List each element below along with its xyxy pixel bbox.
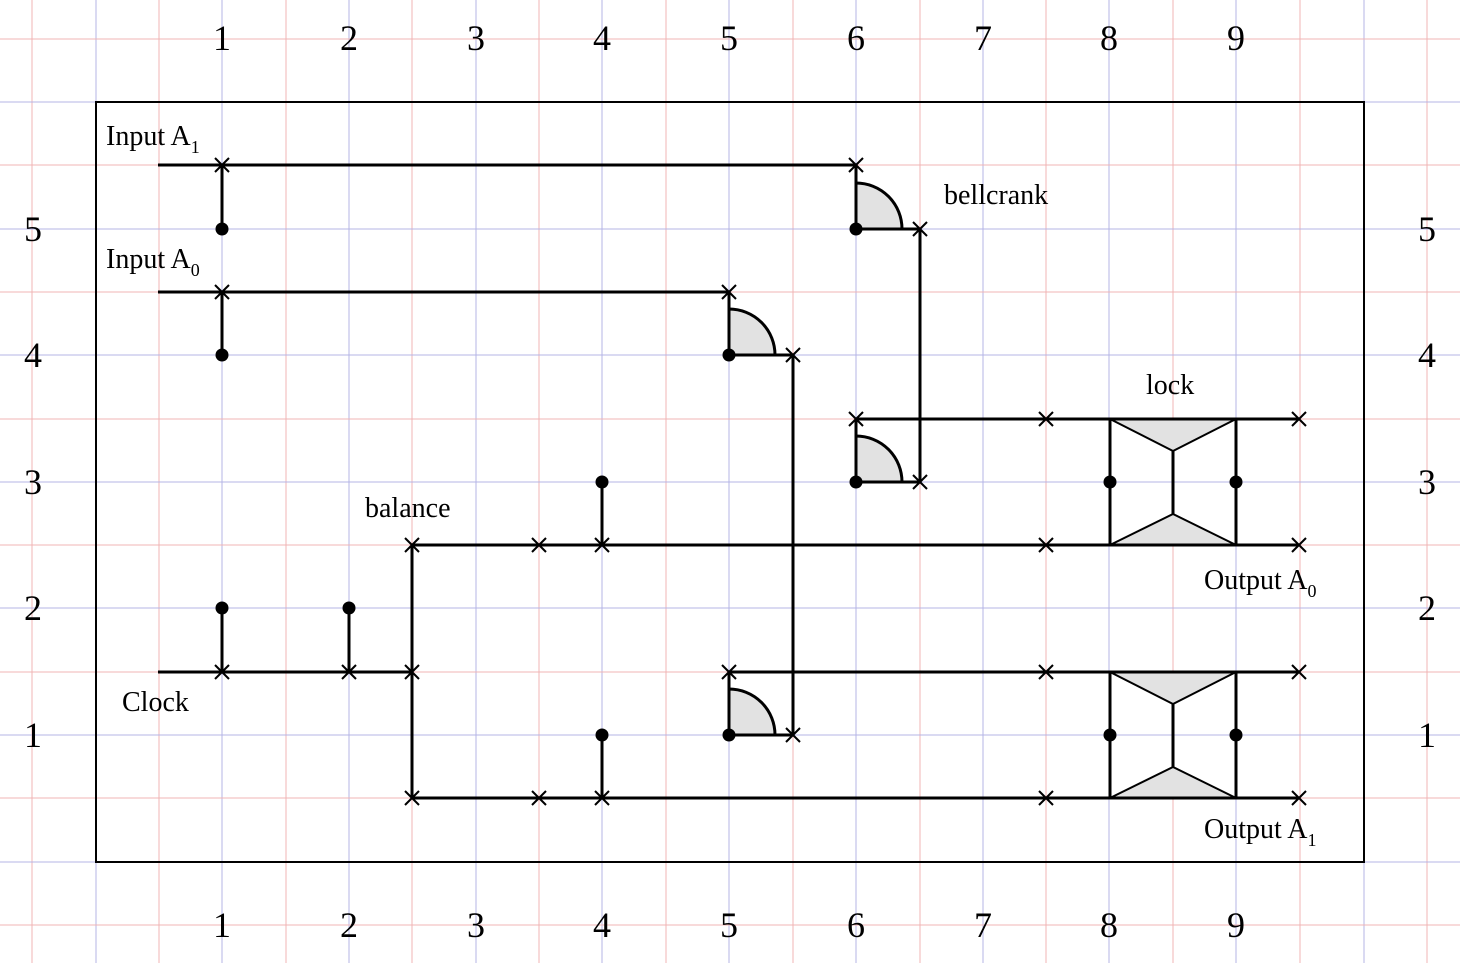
label-input-a1: Input A1 <box>106 121 200 157</box>
pivot-x-marker <box>785 347 801 363</box>
pin-dot <box>1103 475 1117 489</box>
lock-lower <box>1108 671 1238 799</box>
column-number: 6 <box>847 18 865 58</box>
lock-wedge-bottom <box>1109 512 1237 546</box>
column-number: 3 <box>467 905 485 945</box>
row-number: 2 <box>1418 588 1436 628</box>
pin-dot <box>595 475 609 489</box>
row-number: 3 <box>24 462 42 502</box>
label-balance: balance <box>365 493 451 524</box>
pivot-x-marker <box>594 537 610 553</box>
row-number: 5 <box>1418 209 1436 249</box>
pivot-x-marker <box>214 157 230 173</box>
row-number: 1 <box>1418 715 1436 755</box>
lock-wedge-top <box>1109 418 1237 453</box>
pin-dots <box>215 222 1243 742</box>
column-number: 9 <box>1227 905 1245 945</box>
pin-dot <box>342 601 356 615</box>
pivot-x-marker <box>594 790 610 806</box>
pivot-x-marker <box>785 727 801 743</box>
column-number: 8 <box>1100 905 1118 945</box>
label-output-a1: Output A1 <box>1204 814 1316 850</box>
pivot-x-marker <box>721 664 737 680</box>
pivot-x-marker <box>404 790 420 806</box>
row-number: 1 <box>24 715 42 755</box>
pin-dot <box>722 728 736 742</box>
row-number: 5 <box>24 209 42 249</box>
column-number: 5 <box>720 18 738 58</box>
row-number: 2 <box>24 588 42 628</box>
pivot-x-marker <box>1291 664 1307 680</box>
pin-dot <box>722 348 736 362</box>
pin-dot <box>1103 728 1117 742</box>
lock-wedge-top <box>1109 671 1237 706</box>
pin-dot <box>1229 728 1243 742</box>
pivot-x-marker <box>1291 411 1307 427</box>
pin-dot <box>595 728 609 742</box>
pivot-x-marker <box>404 664 420 680</box>
bellcrank-lock-upper <box>854 434 904 484</box>
pivot-x-marker <box>912 474 928 490</box>
pivot-x-marker <box>341 664 357 680</box>
row-number: 4 <box>24 335 42 375</box>
pin-dot <box>215 348 229 362</box>
label-input-a0: Input A0 <box>106 244 200 280</box>
column-numbers-bottom: 1 2 3 4 5 6 7 8 9 <box>213 905 1245 945</box>
label-clock: Clock <box>122 687 189 718</box>
pivot-x-marker <box>531 790 547 806</box>
pin-dot <box>849 475 863 489</box>
row-number: 3 <box>1418 462 1436 502</box>
pivot-x-marker <box>404 537 420 553</box>
bellcrank-a1 <box>854 181 904 231</box>
column-number: 2 <box>340 905 358 945</box>
pivot-x-marker <box>1038 790 1054 806</box>
column-number: 6 <box>847 905 865 945</box>
pin-dot <box>215 222 229 236</box>
bellcrank-a0 <box>727 307 777 357</box>
column-number: 1 <box>213 18 231 58</box>
pin-dot <box>215 601 229 615</box>
pivot-x-marker <box>1038 537 1054 553</box>
pivot-x-marker <box>531 537 547 553</box>
row-numbers-right: 5 4 3 2 1 <box>1418 209 1436 755</box>
pivot-x-marker <box>848 411 864 427</box>
label-bellcrank: bellcrank <box>944 180 1048 211</box>
label-lock: lock <box>1146 370 1194 401</box>
column-number: 9 <box>1227 18 1245 58</box>
column-numbers-top: 1 2 3 4 5 6 7 8 9 <box>213 18 1245 58</box>
pivot-x-marker <box>721 284 737 300</box>
label-output-a0: Output A0 <box>1204 565 1316 601</box>
pivot-x-marker <box>214 664 230 680</box>
pivot-x-marker <box>912 221 928 237</box>
pivot-x-marker <box>1291 537 1307 553</box>
column-number: 3 <box>467 18 485 58</box>
column-number: 5 <box>720 905 738 945</box>
bellcranks <box>727 181 904 737</box>
wires <box>158 163 1299 800</box>
lock-wedge-bottom <box>1109 765 1237 799</box>
pivot-x-marker <box>1038 411 1054 427</box>
row-numbers-left: 5 4 3 2 1 <box>24 209 42 755</box>
pivot-x-marker <box>1038 664 1054 680</box>
column-number: 4 <box>593 905 611 945</box>
column-number: 1 <box>213 905 231 945</box>
pin-dot <box>1229 475 1243 489</box>
column-number: 8 <box>1100 18 1118 58</box>
pivot-markers <box>214 157 1307 806</box>
diagram-frame <box>95 101 1365 863</box>
pivot-x-marker <box>1291 790 1307 806</box>
pivot-x-marker <box>214 284 230 300</box>
column-number: 7 <box>974 905 992 945</box>
bellcrank-lock-lower <box>727 687 777 737</box>
pivot-x-marker <box>848 157 864 173</box>
pin-dot <box>849 222 863 236</box>
column-number: 4 <box>593 18 611 58</box>
column-number: 2 <box>340 18 358 58</box>
column-number: 7 <box>974 18 992 58</box>
row-number: 4 <box>1418 335 1436 375</box>
